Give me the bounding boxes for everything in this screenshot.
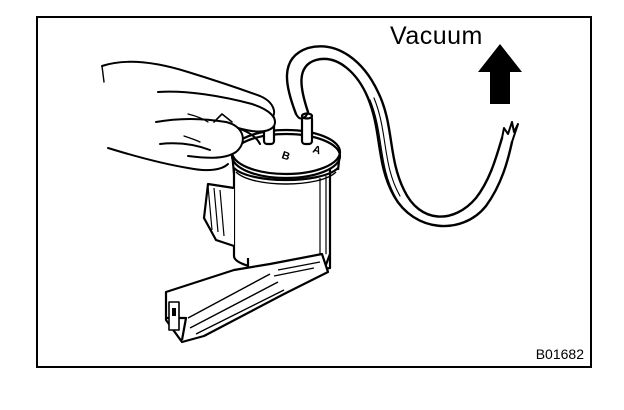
hand-icon	[101, 60, 276, 172]
vacuum-label: Vacuum	[390, 22, 483, 50]
figure-frame: B A	[36, 16, 592, 368]
figure-code: B01682	[535, 346, 584, 362]
vsv-illustration: B A	[101, 44, 522, 344]
vacuum-hose-icon	[285, 45, 519, 228]
up-arrow-icon	[478, 44, 522, 104]
port-label-b: B	[280, 149, 291, 163]
port-label-a: A	[311, 143, 322, 157]
vsv-valve-icon: B A	[164, 112, 342, 344]
